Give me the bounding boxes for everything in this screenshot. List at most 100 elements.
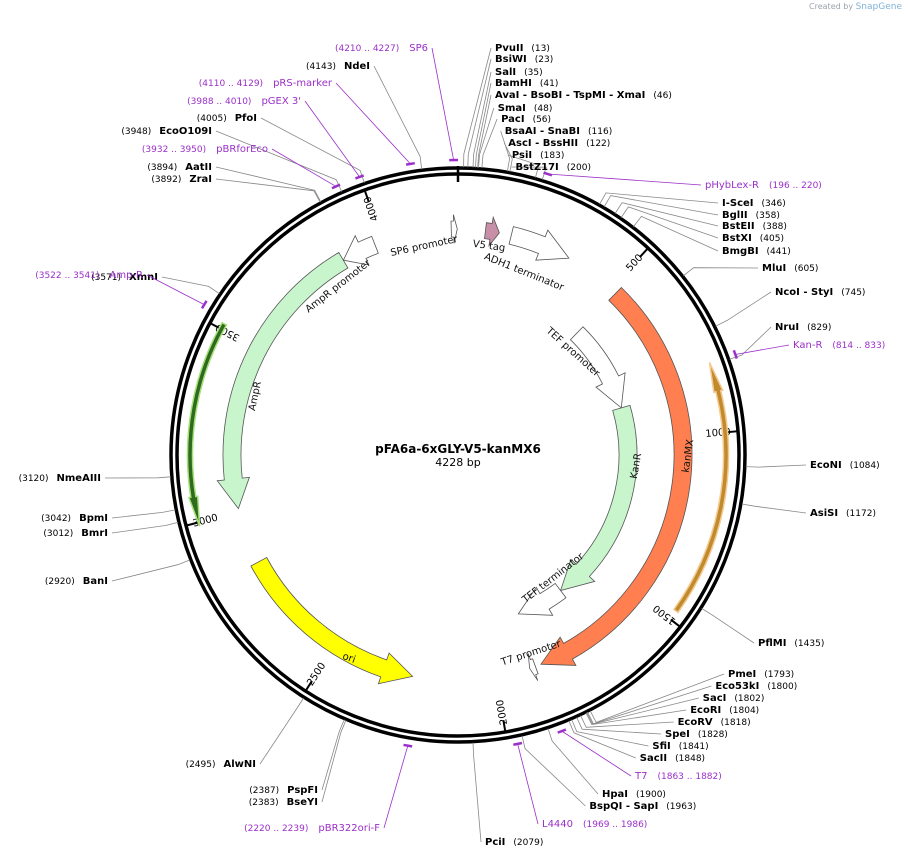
enzyme-zrai[interactable]: ZraI(3892) (151, 174, 212, 185)
feature-sp6-promoter[interactable] (450, 214, 458, 244)
feature-adh1-terminator[interactable] (508, 226, 570, 261)
enzyme-position: (4005) (197, 114, 227, 124)
enzyme-position: (23) (535, 55, 553, 65)
primer-position: (1969 .. 1986) (583, 820, 647, 830)
enzyme-ecorv[interactable]: EcoRV(1818) (678, 717, 751, 728)
primer-pbrforeco[interactable]: pBRforEco(3932 .. 3950) (142, 144, 268, 155)
feature-label-sp6-promoter: SP6 promoter (390, 234, 460, 259)
plasmid-length: 4228 bp (435, 456, 480, 469)
feature-tef-terminator[interactable] (517, 582, 567, 616)
enzyme-spei[interactable]: SpeI(1828) (665, 729, 728, 740)
feature-kanmx[interactable] (540, 286, 693, 666)
enzyme-position: (4143) (306, 62, 336, 72)
primer-site-mark-pbrforeco (331, 183, 341, 190)
primer-site-mark-l4440 (513, 741, 523, 746)
primer-kan-r[interactable]: Kan-R(814 .. 833) (793, 340, 885, 351)
enzyme-bsaai-snabi[interactable]: BsaAI - SnaBI(116) (505, 126, 613, 137)
enzyme-ecori[interactable]: EcoRI(1804) (690, 705, 759, 716)
enzyme-name: NcoI - StyI (775, 287, 833, 298)
enzyme-econi[interactable]: EcoNI(1084) (810, 460, 880, 471)
enzyme-position: (2079) (513, 838, 543, 848)
enzyme-leader-ecori (585, 709, 687, 726)
enzyme-bspqi-sapi[interactable]: BspQI - SapI(1963) (589, 801, 696, 812)
enzyme-sacii[interactable]: SacII(1848) (640, 753, 705, 764)
enzyme-nrui[interactable]: NruI(829) (775, 322, 831, 333)
enzyme-bmri[interactable]: BmrI(3012) (43, 528, 108, 539)
enzyme-position: (122) (586, 139, 610, 149)
enzyme-xmni[interactable]: XmnI(3571) (91, 272, 158, 283)
enzyme-bstxi[interactable]: BstXI(405) (722, 233, 784, 244)
enzyme-position: (116) (588, 127, 612, 137)
tick-label-4000: 4000 (362, 195, 381, 223)
enzyme-i-scei[interactable]: I-SceI(346) (722, 198, 786, 209)
enzyme-pvuii[interactable]: PvuII(13) (495, 43, 550, 54)
primer-l4440[interactable]: L4440(1969 .. 1986) (542, 819, 647, 830)
enzyme-avai-bsobi-tspmi-xmai[interactable]: AvaI - BsoBI - TspMI - XmaI(46) (495, 90, 672, 101)
enzyme-bglii[interactable]: BglII(358) (722, 210, 780, 221)
primer-amp-r[interactable]: Amp-R(3522 .. 3541) (35, 270, 143, 281)
enzyme-leader-psii (507, 154, 540, 178)
enzyme-sfii[interactable]: SfiI(1841) (652, 741, 708, 752)
enzyme-name: BstXI (722, 233, 752, 244)
enzyme-bani[interactable]: BanI(2920) (45, 576, 108, 587)
enzyme-ncoi-styi[interactable]: NcoI - StyI (745) (775, 287, 865, 298)
feature-ori[interactable] (250, 556, 414, 685)
feature-v5-tag[interactable] (484, 215, 500, 248)
feature-ampr-promoter[interactable] (342, 234, 379, 266)
feature-tef-promoter[interactable] (569, 326, 626, 409)
enzyme-hpai[interactable]: HpaI(1900) (602, 789, 666, 800)
enzyme-ecoo109i[interactable]: EcoO109I(3948) (121, 126, 212, 137)
enzyme-bamhi[interactable]: BamHI(41) (495, 78, 558, 89)
primer-pbr322ori-f[interactable]: pBR322ori-F(2220 .. 2239) (244, 823, 380, 834)
enzyme-pflmi[interactable]: PflMI(1435) (758, 638, 824, 649)
primer-binding-arcs (186, 321, 730, 614)
enzyme-mlui[interactable]: MluI(605) (762, 263, 818, 274)
enzyme-bmgbi[interactable]: BmgBI(441) (722, 246, 791, 257)
enzyme-bpmi[interactable]: BpmI(3042) (41, 513, 108, 524)
enzyme-position: (1828) (698, 730, 728, 740)
enzyme-asci-bsshii[interactable]: AscI - BssHII(122) (508, 138, 610, 149)
primer-t7[interactable]: T7(1863 .. 1882) (634, 771, 722, 782)
tick-2500 (305, 680, 313, 691)
enzyme-eco53ki[interactable]: Eco53kI(1800) (715, 681, 797, 692)
enzyme-saci[interactable]: SacI(1802) (703, 693, 765, 704)
enzyme-bsteii[interactable]: BstEII(388) (722, 221, 787, 232)
enzyme-position: (745) (841, 288, 865, 298)
enzyme-ndei[interactable]: NdeI(4143) (306, 61, 370, 72)
enzyme-sali[interactable]: SalI(35) (495, 67, 543, 78)
primer-prs-marker[interactable]: pRS-marker(4110 .. 4129) (199, 78, 333, 89)
enzyme-pmei[interactable]: PmeI(1793) (728, 669, 794, 680)
enzyme-paci[interactable]: PacI(56) (501, 114, 551, 125)
primer-pgex-3[interactable]: pGEX 3'(3988 .. 4010) (187, 96, 301, 107)
enzyme-asisi[interactable]: AsiSI(1172) (810, 508, 876, 519)
feature-t7-promoter[interactable] (527, 653, 539, 681)
enzyme-name: AvaI - BsoBI - TspMI - XmaI (495, 90, 645, 101)
primer-leader-l4440 (517, 743, 539, 825)
enzyme-bstz17i[interactable]: BstZ17I(200) (516, 162, 591, 173)
primer-site-mark-pgex-3 (354, 174, 365, 180)
enzyme-position: (2495) (186, 760, 216, 770)
enzyme-position: (1804) (729, 706, 759, 716)
enzyme-position: (1802) (734, 694, 764, 704)
enzyme-psii[interactable]: PsiI(183) (512, 150, 564, 161)
enzyme-pfoi[interactable]: PfoI(4005) (197, 113, 257, 124)
enzyme-leader-pmei (589, 673, 725, 723)
enzyme-position: (1172) (846, 509, 876, 519)
enzyme-position: (1800) (767, 682, 797, 692)
enzyme-aatii[interactable]: AatII(3894) (147, 162, 212, 173)
enzyme-bseyi[interactable]: BseYI(2383) (249, 797, 318, 808)
enzyme-bsiwi[interactable]: BsiWI(23) (495, 54, 553, 65)
enzyme-position: (1084) (850, 461, 880, 471)
enzyme-alwni[interactable]: AlwNI(2495) (186, 759, 256, 770)
feature-ampr[interactable] (216, 251, 349, 510)
primer-phyblex-r[interactable]: pHybLex-R(196 .. 220) (705, 180, 822, 191)
enzyme-smai[interactable]: SmaI(48) (498, 103, 553, 114)
enzyme-leader-smai (478, 107, 495, 168)
enzyme-nmeaiii[interactable]: NmeAIII(3120) (19, 473, 101, 484)
enzyme-name: BpmI (79, 513, 108, 524)
primer-position: (3932 .. 3950) (142, 145, 206, 155)
primer-sp6[interactable]: SP6(4210 .. 4227) (335, 43, 428, 54)
enzyme-position: (1435) (794, 639, 824, 649)
enzyme-pspfi[interactable]: PspFI(2387) (249, 785, 318, 796)
enzyme-pcii[interactable]: PciI(2079) (485, 837, 543, 848)
